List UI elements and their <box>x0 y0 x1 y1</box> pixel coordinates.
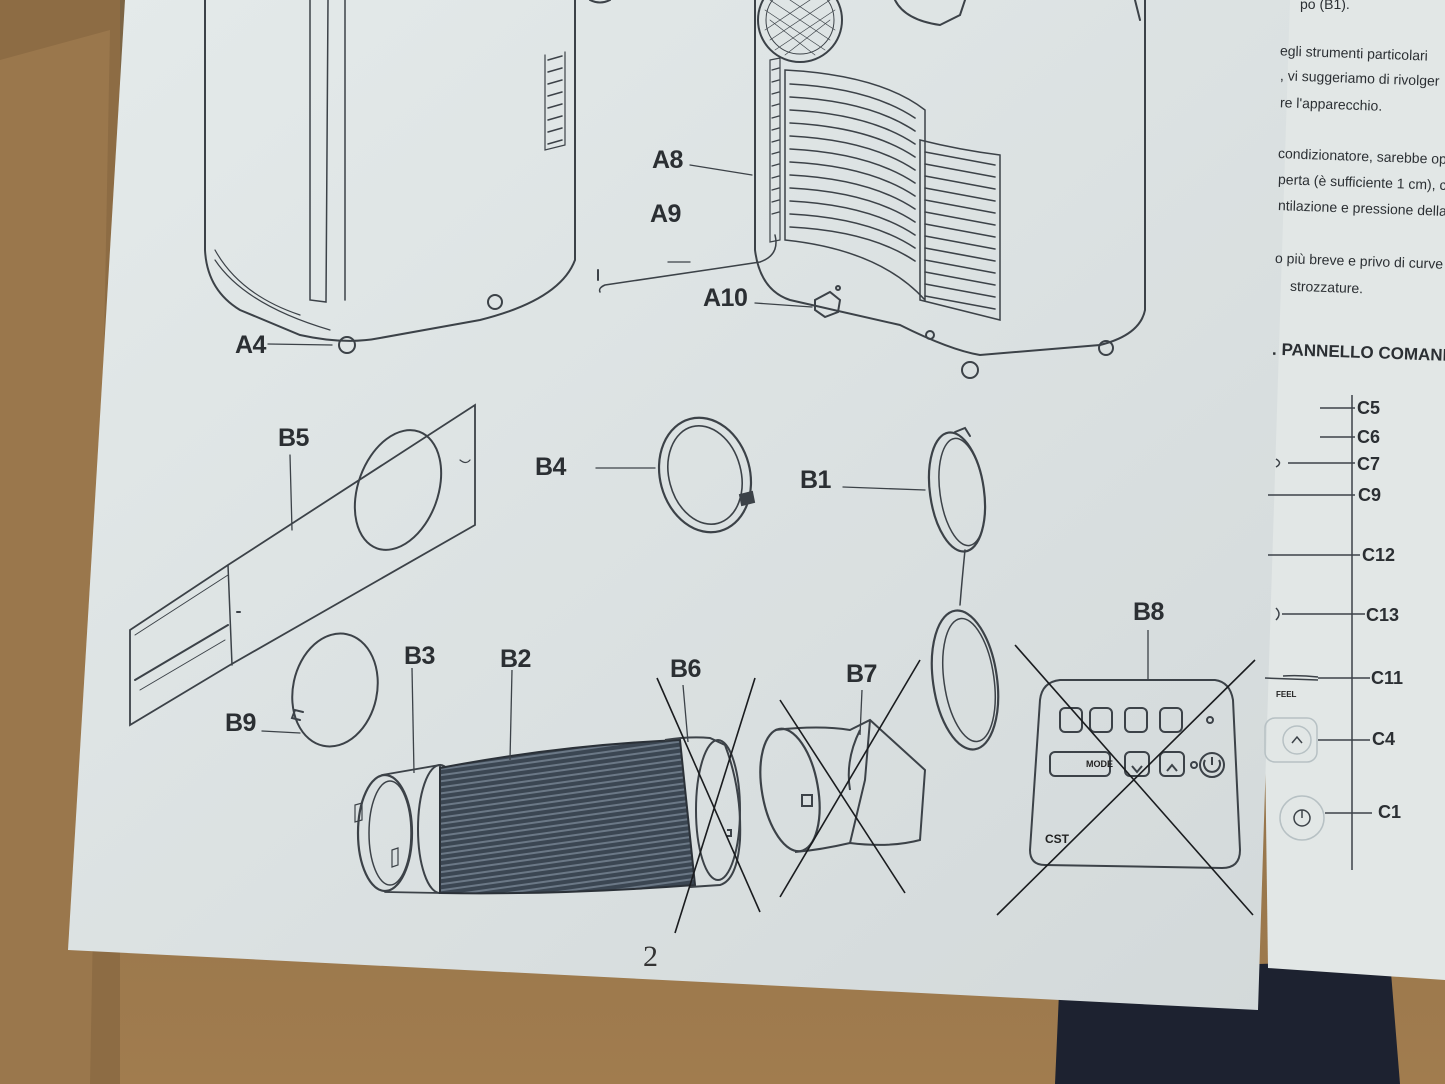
control-label-c13: C13 <box>1366 605 1400 625</box>
label-a9: A9 <box>650 200 681 228</box>
control-label-c7: C7 <box>1357 454 1381 474</box>
label-b8: B8 <box>1133 598 1164 626</box>
label-b3: B3 <box>404 642 435 670</box>
right-page <box>1255 0 1445 980</box>
page-number: 2 <box>643 940 658 973</box>
label-a4: A4 <box>235 331 266 359</box>
label-b9: B9 <box>225 709 256 737</box>
remote-brand: CST <box>1045 832 1069 846</box>
remote-mode-label: MODE <box>1086 759 1113 769</box>
label-b2: B2 <box>500 645 531 673</box>
control-label-c1: C1 <box>1378 802 1402 822</box>
right-text-line: po (B1). <box>1300 0 1350 12</box>
label-a8: A8 <box>652 146 683 174</box>
label-b7: B7 <box>846 660 877 688</box>
control-label-c5: C5 <box>1357 398 1381 418</box>
control-label-c11: C11 <box>1371 668 1404 688</box>
label-a10: A10 <box>703 284 748 312</box>
control-label-c9: C9 <box>1358 485 1382 505</box>
label-b4: B4 <box>535 453 566 481</box>
control-label-c12: C12 <box>1362 545 1396 565</box>
label-b5: B5 <box>278 424 309 452</box>
label-b6: B6 <box>670 655 701 683</box>
control-label-c4: C4 <box>1372 729 1396 749</box>
label-b1: B1 <box>800 466 831 494</box>
control-label-c6: C6 <box>1357 427 1381 447</box>
feel-label: FEEL <box>1276 690 1297 699</box>
right-text-line: strozzature. <box>1289 277 1364 297</box>
